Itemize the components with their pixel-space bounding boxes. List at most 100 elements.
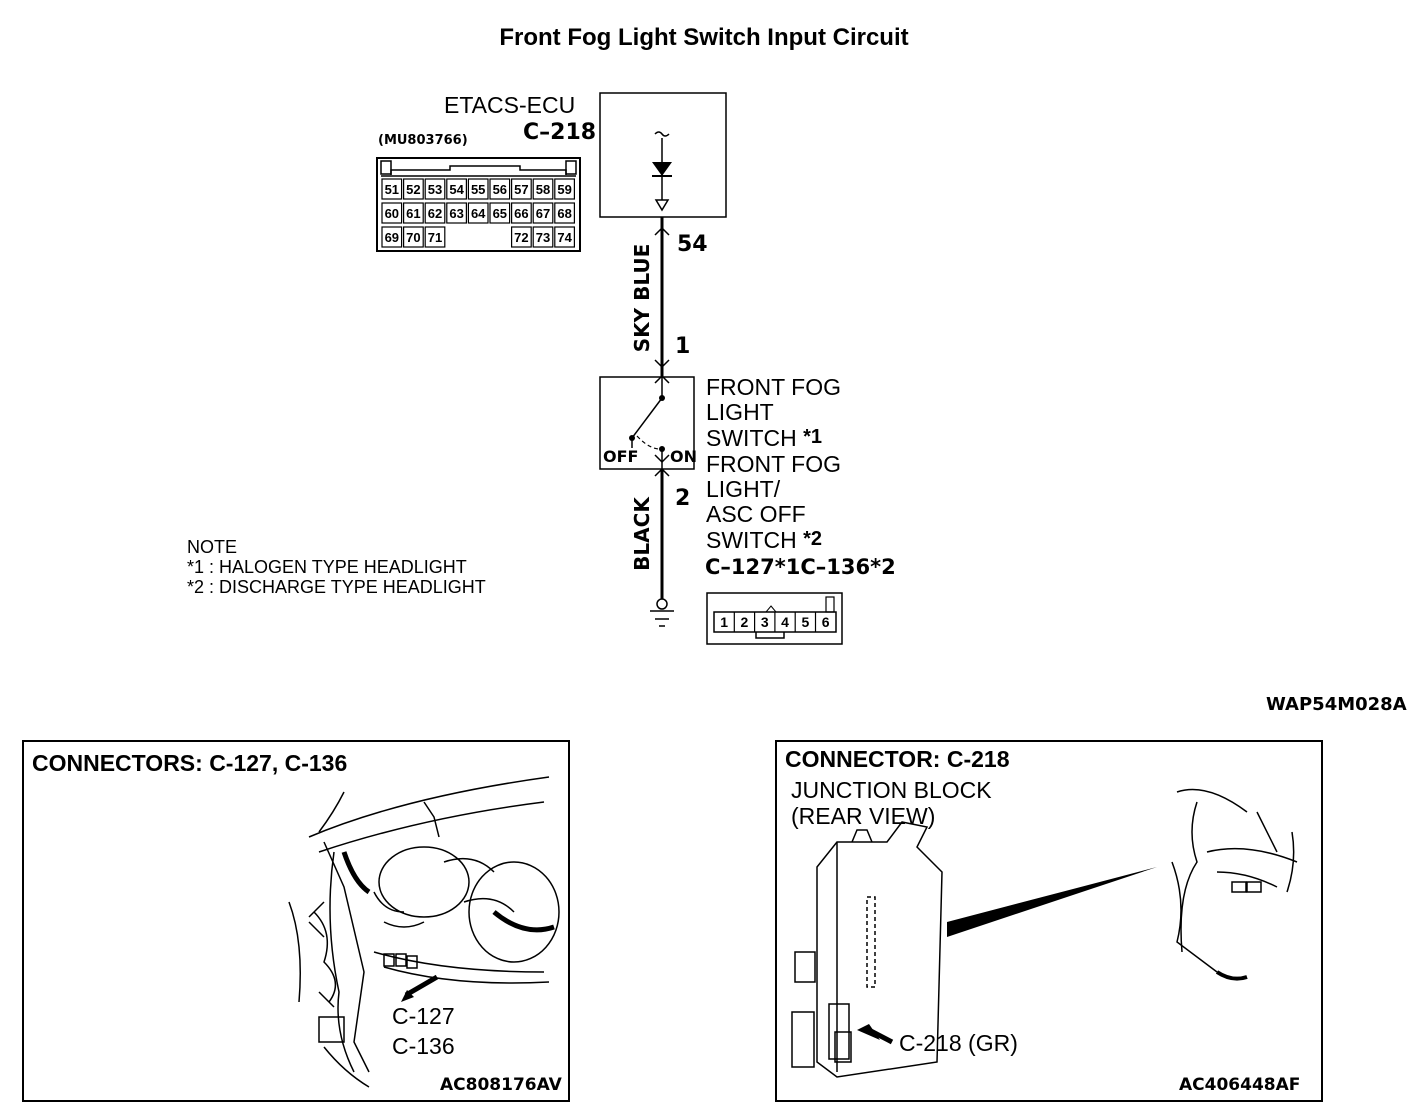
ecu-pin-cell (446, 202, 467, 224)
ecu-pin-label: 63 (449, 206, 463, 221)
figure-code: AC406448AF (1179, 1075, 1301, 1095)
ecu-connector-latch-right (565, 160, 577, 175)
ecu-pin-label: 58 (536, 182, 550, 197)
dashboard-harness-illustration (288, 776, 560, 1088)
ecu-pin-label: 61 (406, 206, 420, 221)
ecu-pin-cell (532, 178, 554, 200)
ecu-pin-cell (424, 202, 446, 224)
ecu-pin-label: 60 (385, 206, 399, 221)
ecu-pin-label: 72 (514, 230, 528, 245)
ecu-connector-id: C–218 (523, 120, 597, 145)
ecu-pin-cell (554, 178, 575, 200)
pullup-arrow-icon (654, 199, 670, 212)
ecu-pin-label: 65 (493, 206, 507, 221)
ecu-pin-label: 56 (493, 182, 507, 197)
ecu-pin-cell (403, 226, 424, 248)
ecu-pin-label: 66 (514, 206, 528, 221)
switch-connector-ids: C–127*1C–136*2 (705, 555, 896, 579)
footnote-mark: *2 (803, 528, 823, 550)
figure-code: AC808176AV (440, 1075, 562, 1095)
note-line-1: *1 : HALOGEN TYPE HEADLIGHT (187, 557, 467, 577)
footnote-mark: *1 (803, 426, 823, 448)
note-block: NOTE *1 : HALOGEN TYPE HEADLIGHT *2 : DI… (187, 537, 486, 597)
callout-c136: C-136 (392, 1033, 455, 1059)
ground-terminal-icon (656, 598, 668, 610)
ecu-connector-key (390, 165, 567, 175)
ecu-pin-cell (511, 202, 532, 224)
callout-c127: C-127 (392, 1003, 455, 1029)
switch-on-label: ON (670, 447, 697, 466)
ecu-pin-cell (467, 178, 489, 200)
ecu-pin-label: 52 (406, 182, 420, 197)
switch-label-line: FRONT FOG (706, 451, 842, 477)
switch-label-line: LIGHT (706, 399, 774, 425)
ecu-pin-label: 68 (557, 206, 571, 221)
note-line-2: *2 : DISCHARGE TYPE HEADLIGHT (187, 577, 486, 597)
callout-c218: C-218 (GR) (899, 1030, 1018, 1056)
ecu-pin-label: 73 (536, 230, 550, 245)
ecu-pin-label: 70 (406, 230, 420, 245)
switch-pin-label: 5 (801, 614, 809, 630)
switch-label-line: ASC OFF (706, 501, 806, 527)
ecu-pin-cell (532, 226, 554, 248)
ecu-pin-label: 71 (428, 230, 442, 245)
ecu-pin-label: 57 (514, 182, 528, 197)
ecu-name: ETACS-ECU (444, 92, 576, 118)
note-heading: NOTE (187, 537, 238, 557)
switch-connector-outline (706, 592, 843, 645)
callout-arrow-icon (865, 1026, 894, 1045)
switch-label-line: LIGHT/ (706, 476, 781, 502)
wire-color-sky-blue: SKY BLUE (630, 243, 654, 353)
diode-icon (652, 162, 672, 176)
ecu-pin-label: 67 (536, 206, 550, 221)
ecu-pin-cell (554, 226, 575, 248)
page-title: Front Fog Light Switch Input Circuit (499, 24, 909, 51)
junction-block-illustration (791, 788, 1298, 1078)
switch-label-line: FRONT FOG (706, 374, 842, 400)
switch-pin-label: 6 (822, 614, 830, 630)
ecu-pin-label: 69 (385, 230, 399, 245)
ecu-part-number: (MU803766) (378, 133, 468, 148)
switch-off-label: OFF (603, 447, 639, 466)
connector-location-panel-left: CONNECTORS: C-127, C-136 (22, 740, 570, 1102)
switch-pin-label: 1 (720, 614, 728, 630)
panel-title: CONNECTOR: C-218 (785, 746, 1010, 772)
pin-54-label: 54 (677, 232, 708, 257)
switch-label-halogen: FRONT FOG LIGHT SWITCH *1 (706, 375, 841, 451)
ecu-pin-cell (381, 226, 403, 248)
callout-wedge (947, 867, 1157, 937)
switch-label-line: SWITCH (706, 425, 797, 451)
ecu-connector-outline (376, 157, 581, 252)
ecu-pin-cell (554, 202, 575, 224)
switch-pin-label: 3 (761, 614, 769, 630)
connector-location-panel-right: CONNECTOR: C-218 JUNCTION BLOCK (REAR VI… (775, 740, 1323, 1102)
ecu-input-symbol (654, 131, 670, 137)
switch-lever (631, 397, 663, 439)
switch-box (599, 376, 695, 470)
ecu-pin-label: 54 (449, 182, 464, 197)
ecu-pin-cell (532, 202, 554, 224)
ecu-pin-cell (446, 178, 467, 200)
ecu-pin-label: 55 (471, 182, 485, 197)
switch-pin-label: 4 (781, 614, 789, 630)
panel-subtitle-1: JUNCTION BLOCK (791, 777, 992, 803)
ecu-connector-latch-left (380, 160, 392, 175)
diagram-code: WAP54M028A (1266, 694, 1407, 715)
ecu-pin-cell (489, 202, 511, 224)
ecu-pin-cell (511, 178, 532, 200)
ecu-pin-label: 59 (557, 182, 571, 197)
ecu-pin-cell (489, 178, 511, 200)
ecu-pin-cell (424, 226, 446, 248)
ecu-pin-label: 74 (557, 230, 572, 245)
callout-arrow-icon (404, 974, 439, 998)
ecu-pin-cell (403, 178, 424, 200)
ecu-pin-cell (467, 202, 489, 224)
ecu-pin-cell (381, 202, 403, 224)
ecu-pin-cell (511, 226, 532, 248)
ecu-box (599, 92, 727, 218)
ecu-pin-cell (424, 178, 446, 200)
ecu-pin-cell (381, 178, 403, 200)
